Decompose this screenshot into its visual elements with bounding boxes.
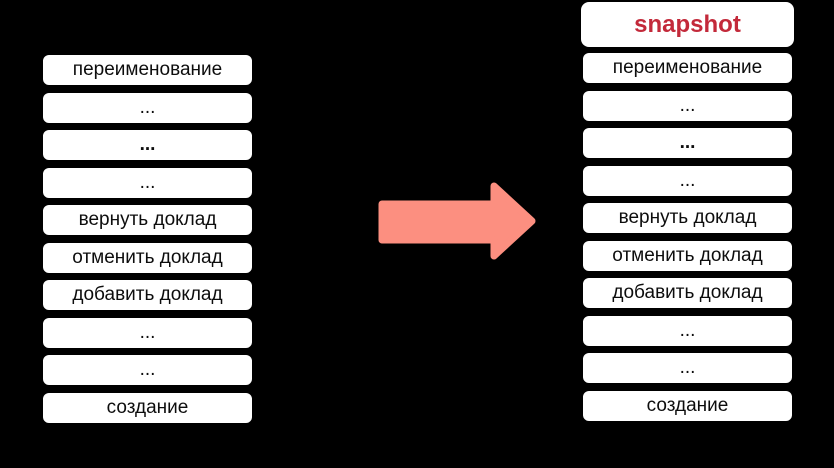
version-list-item: создание (41, 390, 254, 425)
version-list-item: добавить доклад (581, 276, 794, 310)
version-list-item-label: вернуть доклад (78, 209, 217, 230)
version-list-item-label: добавить доклад (612, 282, 763, 303)
version-list-item-label: ... (679, 319, 696, 341)
version-list-item: вернуть доклад (41, 203, 254, 237)
version-list-item: вернуть доклад (581, 201, 794, 235)
version-list-item-label: ... (139, 134, 156, 155)
version-list-item: отменить доклад (41, 240, 254, 275)
version-list-item: ... (41, 90, 254, 125)
version-list-item: переименование (581, 51, 794, 85)
version-list-item: ... (581, 163, 794, 198)
right-version-list-items: переименование ... ... ... вернуть докла… (581, 51, 794, 423)
snapshot-box: snapshot (581, 2, 794, 47)
version-list-item-label: ... (679, 94, 696, 116)
version-list-item: ... (581, 351, 794, 385)
version-list-item-label: отменить доклад (72, 246, 223, 268)
version-list-item: ... (41, 353, 254, 387)
version-list-item: создание (581, 388, 794, 423)
version-list-item-label: переименование (72, 59, 223, 80)
version-list-item-label: ... (139, 321, 156, 343)
version-list-item: ... (41, 165, 254, 200)
right-arrow-icon (378, 182, 536, 260)
version-list-item-label: добавить доклад (72, 284, 223, 305)
version-list-item: ... (41, 315, 254, 350)
version-list-item: добавить доклад (41, 278, 254, 312)
version-list-item-label: создание (646, 394, 729, 416)
version-list-item: ... (41, 128, 254, 162)
version-list-item-label: ... (139, 96, 156, 118)
version-list-item: ... (581, 126, 794, 160)
version-list-item: отменить доклад (581, 238, 794, 273)
version-list-item-label: ... (679, 169, 696, 191)
right-version-list: snapshot переименование ... ... ... (581, 2, 794, 426)
version-list-item-label: ... (139, 171, 156, 193)
version-list-item-label: переименование (612, 57, 763, 78)
version-list-item: ... (581, 88, 794, 123)
version-list-item-label: создание (106, 396, 189, 418)
version-list-item-label: отменить доклад (612, 244, 763, 266)
version-list-item-label: вернуть доклад (618, 207, 757, 228)
left-version-list: переименование ... ... ... вернуть докла… (41, 53, 254, 428)
version-list-item: переименование (41, 53, 254, 87)
snapshot-label: snapshot (634, 10, 741, 38)
version-list-item-label: ... (679, 357, 696, 378)
version-list-item: ... (581, 313, 794, 348)
version-list-item-label: ... (139, 359, 156, 380)
version-list-item-label: ... (679, 132, 696, 153)
